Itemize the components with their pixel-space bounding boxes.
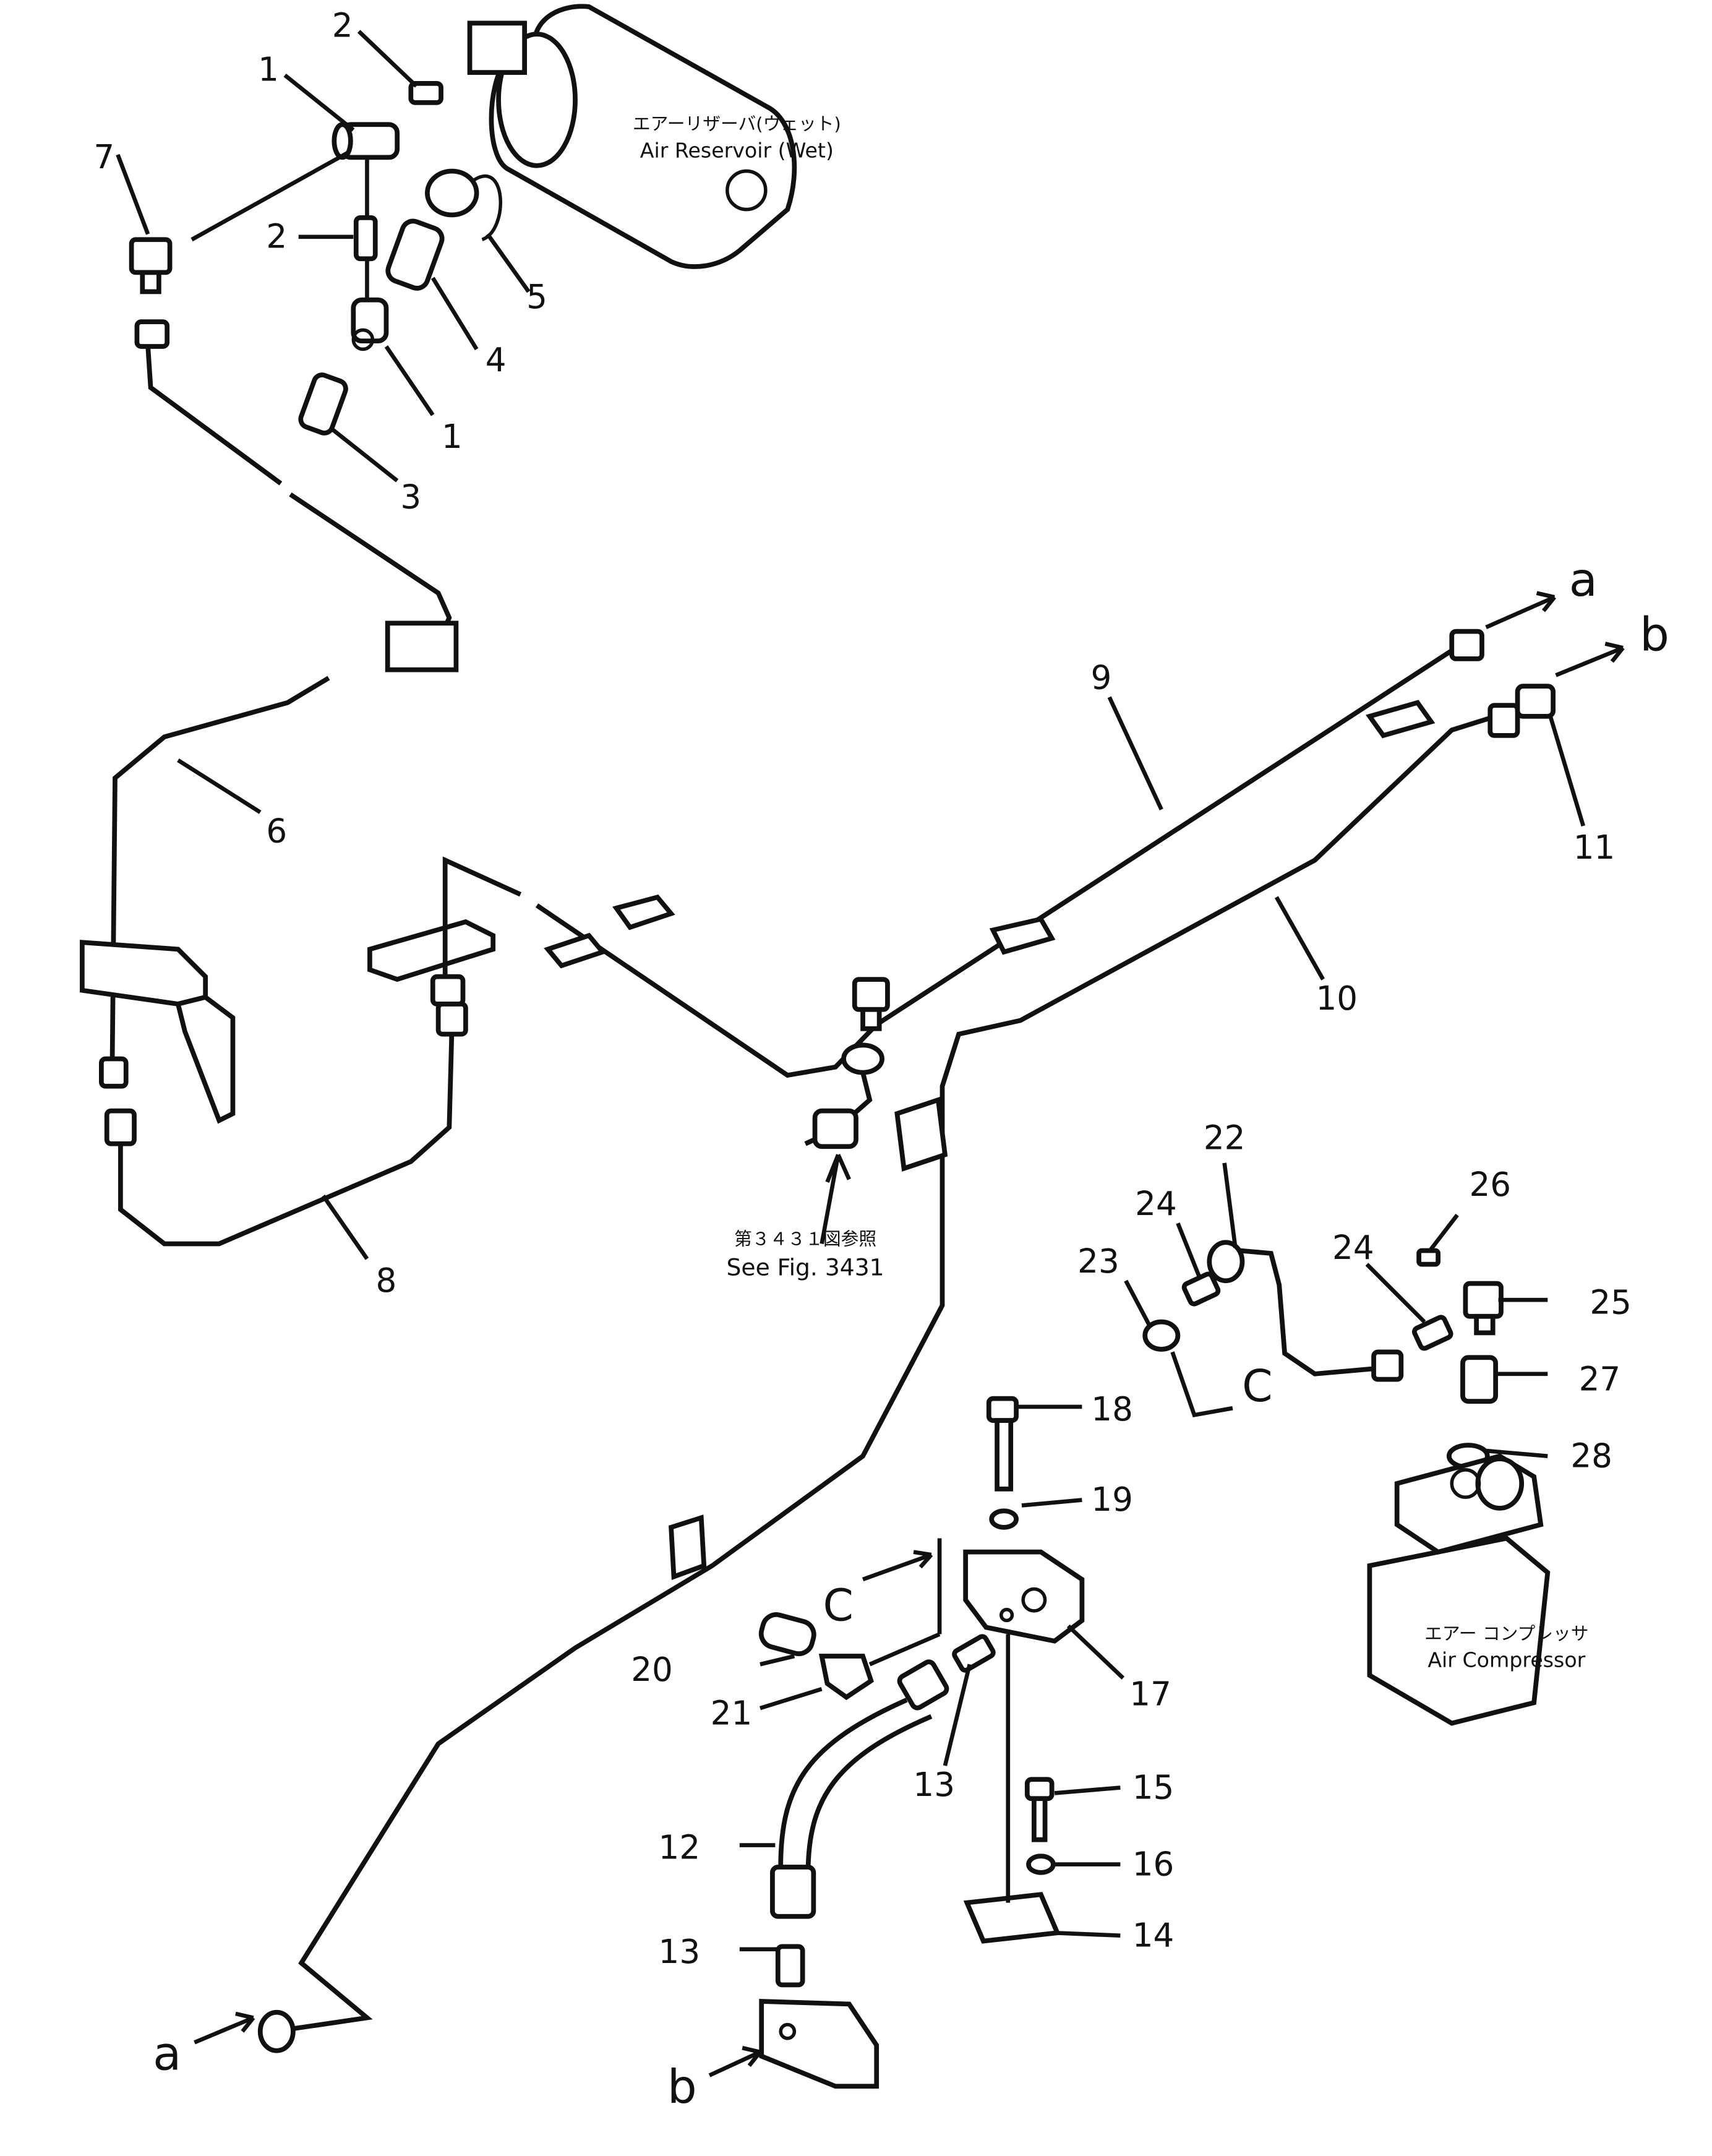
reservoir-en-label: Air Reservoir (Wet): [640, 138, 834, 162]
callout-12: 12: [659, 1829, 701, 1867]
fitting-20: [758, 1612, 816, 1657]
connector-letters: a b a b C C: [153, 552, 1669, 2114]
see-fig-jp-label: 第３４３１図参照: [734, 1229, 876, 1250]
compressor-en-label: Air Compressor: [1427, 1648, 1585, 1672]
tee-fitting-1: [332, 122, 400, 160]
callout-1-upper: 1: [258, 50, 279, 88]
callout-2-upper: 2: [332, 7, 353, 45]
bracket-middle: [367, 919, 496, 1007]
bolt-18: [986, 1396, 1019, 1492]
pipe-6: [109, 319, 459, 1059]
washer-19: [989, 1508, 1019, 1530]
pipe-22: [1207, 1240, 1404, 1382]
callout-28: 28: [1570, 1437, 1612, 1475]
elbow-25: [1463, 1281, 1504, 1336]
callout-26: 26: [1469, 1166, 1511, 1204]
callout-16: 16: [1132, 1845, 1175, 1883]
clip-10b: [894, 1096, 948, 1172]
elbow-7: [129, 237, 173, 294]
elbow-21: [818, 1654, 874, 1701]
bracket-14: [963, 1892, 1061, 1944]
compressor-jp-label: エアー コンプレッサ: [1424, 1623, 1588, 1644]
air-compressor: [1367, 1453, 1551, 1726]
connector-b-bottom: b: [667, 2059, 697, 2114]
nipple-13-lower: [775, 1944, 805, 1988]
connector-a-top: a: [1569, 552, 1598, 607]
nipple-24-right: [1412, 1315, 1453, 1351]
callout-13-lower: 13: [659, 1933, 701, 1971]
nipple-24-left: [1181, 1271, 1221, 1307]
connector-c-upper: C: [1242, 1360, 1272, 1412]
callout-7: 7: [93, 138, 114, 176]
callout-8: 8: [376, 1261, 397, 1300]
clip-10c: [669, 1514, 707, 1580]
fitting-1-lower: [351, 297, 389, 351]
connector-b-top: b: [1640, 608, 1669, 662]
callout-14: 14: [1132, 1916, 1175, 1954]
callout-11: 11: [1573, 828, 1616, 867]
see-fig-en-label: See Fig. 3431: [727, 1253, 884, 1281]
connector-c-lower: C: [823, 1579, 853, 1631]
callout-17: 17: [1129, 1675, 1171, 1714]
clip-10a: [989, 916, 1056, 955]
callout-22: 22: [1204, 1119, 1246, 1157]
callout-3: 3: [400, 478, 421, 516]
callout-13-upper: 13: [913, 1766, 955, 1804]
plug-26: [1416, 1248, 1440, 1267]
cap-5: [425, 168, 503, 241]
fitting-11: [1515, 684, 1556, 719]
callout-1-lower: 1: [442, 418, 463, 456]
callout-21: 21: [711, 1694, 753, 1733]
callout-27: 27: [1579, 1360, 1621, 1398]
callout-20: 20: [631, 1651, 673, 1689]
callout-25: 25: [1590, 1283, 1632, 1321]
connector-arrows: [194, 591, 1625, 2077]
callout-5: 5: [526, 278, 547, 316]
callout-6: 6: [266, 812, 287, 851]
clip-9a: [544, 932, 607, 969]
pipe-10: [257, 703, 1520, 2053]
washer-16: [1026, 1853, 1056, 1875]
reservoir-jp-label: エアーリザーバ(ウェット): [633, 113, 841, 134]
callout-24-left: 24: [1135, 1185, 1177, 1223]
hose-see-fig: [804, 1042, 884, 1149]
pipe-9: [442, 629, 1484, 1078]
air-reservoir: [467, 4, 797, 269]
pipe-8: [98, 1002, 468, 1247]
callout-18: 18: [1091, 1390, 1133, 1428]
union-23: [1142, 1319, 1181, 1352]
nipple-2-lower: [353, 215, 378, 262]
clip-9c: [1366, 700, 1436, 739]
callout-19: 19: [1091, 1480, 1133, 1519]
hose-12: [770, 1659, 949, 1919]
bolt-15: [1024, 1777, 1055, 1842]
callout-10: 10: [1316, 979, 1358, 1018]
nipple-13-upper: [952, 1634, 996, 1673]
clip-9b: [612, 894, 675, 930]
callout-23: 23: [1077, 1242, 1119, 1281]
callout-4: 4: [486, 341, 507, 379]
callout-2-lower: 2: [266, 218, 287, 256]
callout-numbers: 1 2 7 2 5 4 1 3 6 9 10 11 8 22 26 24 23 …: [93, 7, 1632, 1971]
valve-17: [963, 1549, 1085, 1644]
callout-24-right: 24: [1332, 1229, 1374, 1267]
valve-4: [385, 218, 445, 291]
callout-15: 15: [1132, 1768, 1175, 1806]
valve-3: [298, 372, 348, 436]
adapter-27: [1460, 1355, 1498, 1404]
leader-lines: [116, 30, 1586, 1952]
block-b: [759, 1999, 880, 2089]
nipple-2-upper: [408, 80, 443, 105]
bracket-left: [79, 940, 236, 1124]
connector-a-bottom: a: [153, 2027, 181, 2081]
callout-9: 9: [1090, 659, 1111, 697]
